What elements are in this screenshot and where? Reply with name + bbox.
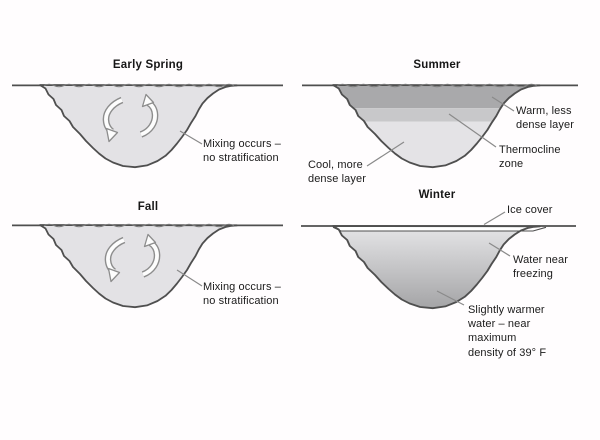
panel-title-early-spring: Early Spring	[112, 59, 184, 71]
leader-line-warmer-water	[436, 290, 465, 306]
label-warm-layer: Warm, less dense layer	[516, 105, 574, 132]
label-mixing-note-early-spring: Mixing occurs – no stratification	[203, 138, 281, 165]
leader-line-thermocline	[448, 113, 497, 148]
panel-title-fall: Fall	[137, 201, 159, 213]
leader-line-cool-layer	[366, 141, 405, 167]
label-thermocline-zone: Thermocline zone	[499, 144, 561, 171]
label-slightly-warmer-water: Slightly warmer water – near maximum den…	[468, 304, 547, 359]
ice-cover-underside-line	[332, 226, 547, 232]
panel-title-summer: Summer	[413, 59, 461, 71]
winter-ice-band	[333, 226, 540, 231]
leader-line-warm-layer	[491, 96, 515, 112]
summer-warm-layer	[333, 85, 540, 109]
label-mixing-note-fall: Mixing occurs – no stratification	[203, 281, 281, 308]
label-cool-layer: Cool, more dense layer	[308, 159, 366, 186]
leader-line-water-near-freezing	[488, 242, 511, 257]
label-water-near-freezing: Water near freezing	[513, 254, 569, 281]
leader-line-mixing-fall	[176, 269, 203, 287]
leader-line-ice-cover	[483, 211, 506, 226]
panel-title-winter: Winter	[418, 189, 456, 201]
leader-line-mixing-early-spring	[179, 130, 203, 145]
label-ice-cover: Ice cover	[507, 204, 553, 216]
summer-thermocline-layer	[333, 108, 540, 122]
